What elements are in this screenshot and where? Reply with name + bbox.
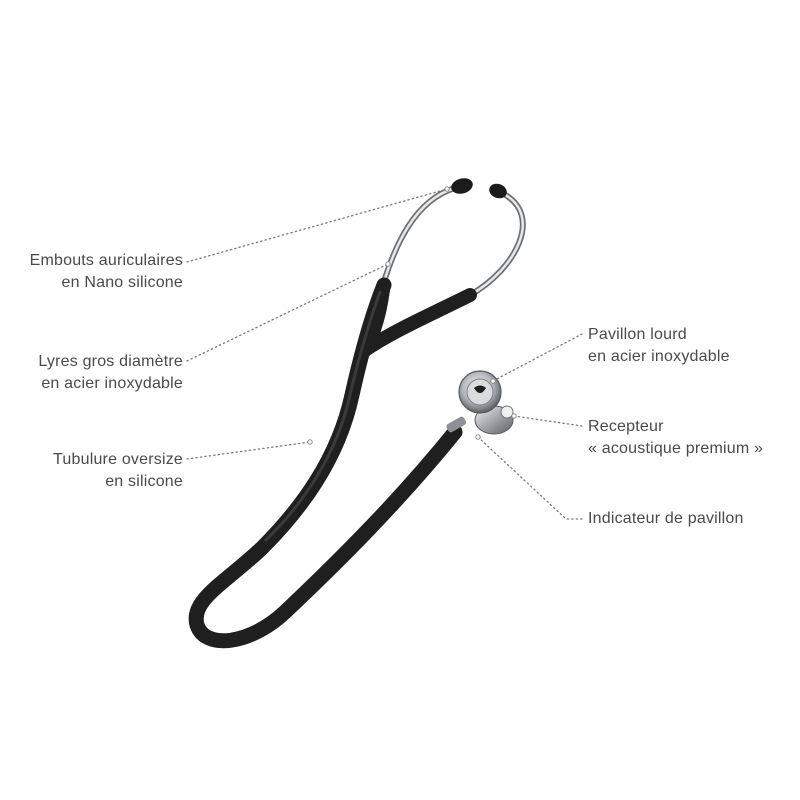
ear-tips (451, 178, 507, 199)
chest-piece (446, 370, 514, 435)
label-earpieces-line2: en Nano silicone (61, 274, 183, 291)
label-diaphragm: Pavillon lourd en acier inoxydable (588, 324, 730, 368)
label-binaurals-line1: Lyres gros diamètre (38, 353, 183, 370)
label-indicator: Indicateur de pavillon (588, 508, 744, 530)
label-receiver-line2: « acoustique premium » (588, 440, 764, 457)
leader-receiver (513, 415, 583, 427)
label-tubing: Tubulure oversize en silicone (53, 449, 183, 493)
label-earpieces-line1: Embouts auriculaires (29, 252, 183, 269)
leader-indicator (477, 436, 583, 520)
anchor-dots (307, 186, 517, 445)
leader-binaurals (186, 263, 389, 362)
leader-lines (186, 188, 583, 520)
label-receiver-line1: Recepteur (588, 418, 664, 435)
leader-tubing (186, 441, 311, 460)
leader-earpieces (186, 188, 448, 263)
rubber-tubing (188, 277, 477, 649)
label-binaurals-line2: en acier inoxydable (41, 375, 183, 392)
binaural-tubes (380, 185, 526, 298)
label-indicator-line1: Indicateur de pavillon (588, 510, 744, 527)
label-diaphragm-line1: Pavillon lourd (588, 326, 687, 343)
label-tubing-line2: en silicone (105, 473, 183, 490)
label-diaphragm-line2: en acier inoxydable (588, 348, 730, 365)
leader-diaphragm (492, 333, 583, 382)
label-receiver: Recepteur « acoustique premium » (588, 416, 763, 460)
label-binaurals: Lyres gros diamètre en acier inoxydable (38, 351, 183, 395)
label-tubing-line1: Tubulure oversize (53, 451, 183, 468)
label-earpieces: Embouts auriculaires en Nano silicone (30, 250, 183, 294)
